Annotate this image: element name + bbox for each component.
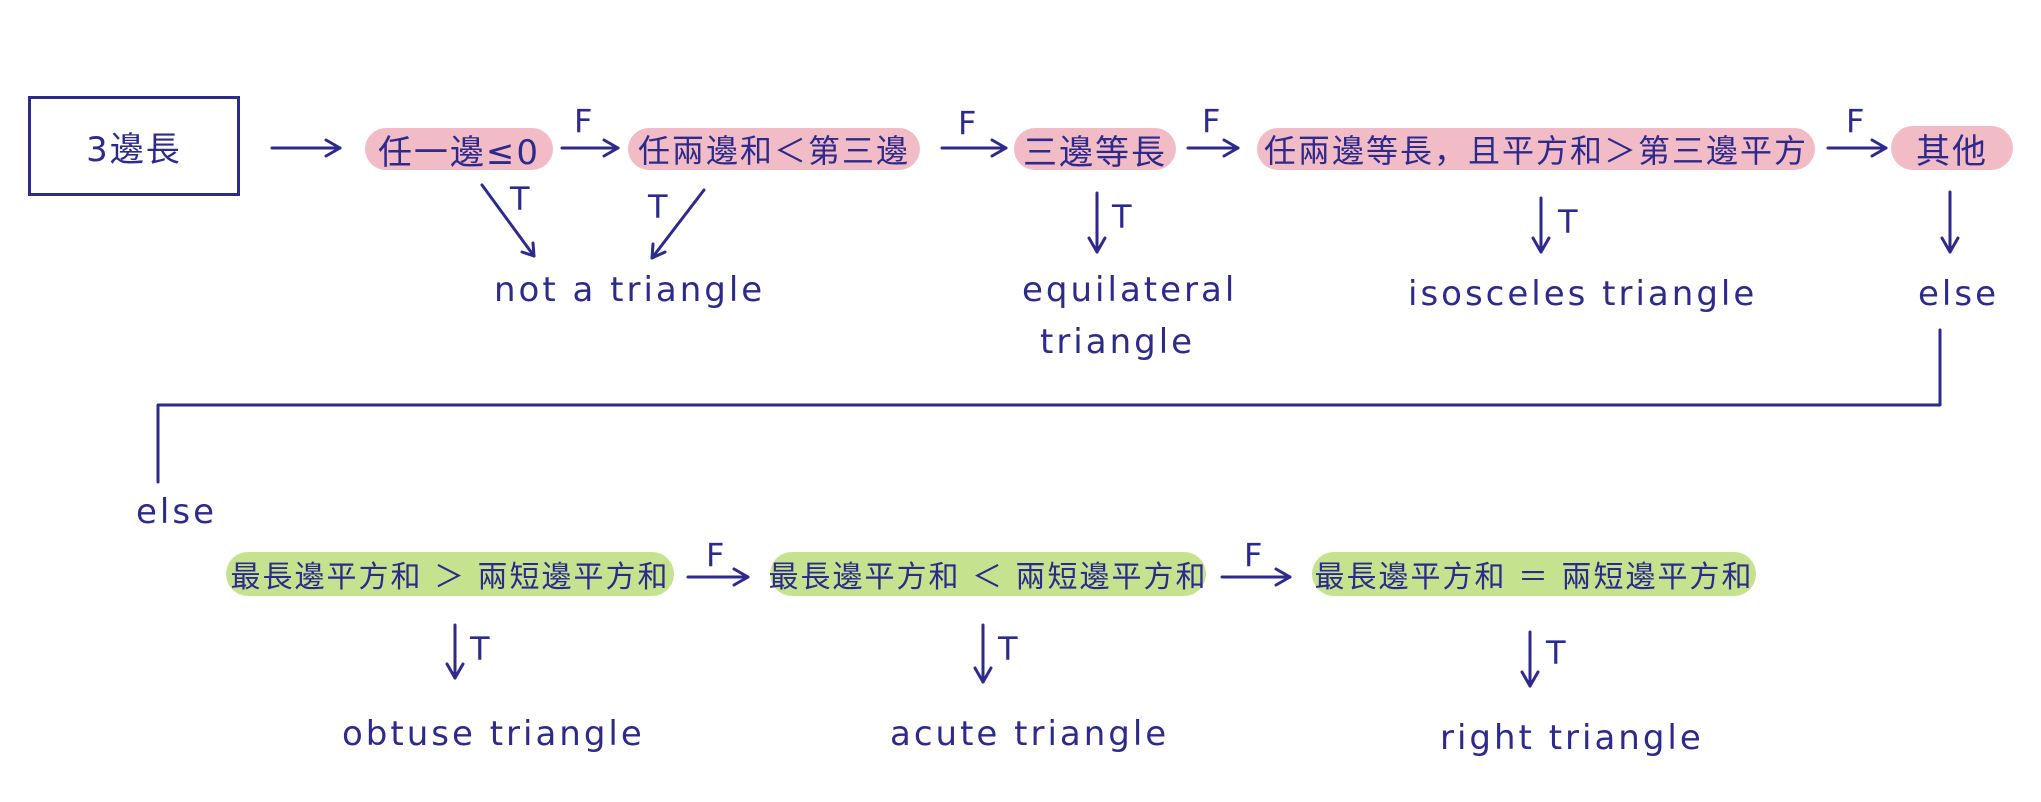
arrow-c7-true <box>973 623 993 684</box>
arrow-c3-true <box>1087 191 1107 254</box>
edge-label-f-3: F <box>1202 102 1221 140</box>
arrow-c2-to-c3 <box>940 138 1008 158</box>
outcome-equilateral-line1: equilateral <box>1022 270 1238 310</box>
edge-label-f-4: F <box>1846 102 1865 140</box>
edge-label-t-7: T <box>1546 634 1566 672</box>
arrow-c6-to-c7 <box>686 567 750 587</box>
edge-label-t-2: T <box>648 188 668 226</box>
edge-label-f-1: F <box>574 102 593 140</box>
edge-label-f-2: F <box>958 104 977 142</box>
outcome-obtuse: obtuse triangle <box>342 714 645 754</box>
edge-label-f-6: F <box>1244 536 1263 574</box>
outcome-else-top: else <box>1918 274 1999 314</box>
arrow-c1-true <box>480 183 536 258</box>
condition-two-sides-less-than-third: 任兩邊和＜第三邊 <box>628 128 920 170</box>
edge-label-f-5: F <box>706 536 725 574</box>
condition-other: 其他 <box>1891 126 2013 172</box>
edge-label-t-5: T <box>470 630 490 668</box>
arrow-c8-true <box>1520 630 1540 688</box>
condition-any-side-le-zero: 任一邊≤0 <box>365 128 553 173</box>
condition-isosceles: 任兩邊等長，且平方和＞第三邊平方 <box>1257 128 1815 170</box>
arrow-c4-true <box>1531 196 1551 254</box>
start-node: 3邊長 <box>28 96 240 196</box>
outcome-equilateral-line2: triangle <box>1040 322 1196 362</box>
outcome-not-a-triangle: not a triangle <box>494 270 766 310</box>
edge-label-t-1: T <box>510 180 530 218</box>
arrow-c3-to-c4 <box>1186 138 1240 158</box>
arrow-c4-to-c5 <box>1826 138 1888 158</box>
condition-right: 最長邊平方和 ＝ 兩短邊平方和 <box>1312 552 1756 596</box>
edge-label-t-3: T <box>1112 198 1132 236</box>
arrow-c1-to-c2 <box>560 138 620 158</box>
outcome-right: right triangle <box>1440 718 1704 758</box>
arrow-start-to-c1 <box>270 138 342 158</box>
edge-label-t-6: T <box>998 630 1018 668</box>
edge-label-t-4: T <box>1558 203 1578 241</box>
arrow-c7-to-c8 <box>1220 567 1292 587</box>
condition-all-sides-equal: 三邊等長 <box>1014 128 1176 173</box>
arrow-c5-down <box>1940 190 1960 254</box>
condition-obtuse: 最長邊平方和 ＞ 兩短邊平方和 <box>226 552 674 596</box>
condition-acute: 最長邊平方和 ＜ 兩短邊平方和 <box>768 552 1206 596</box>
outcome-else-bottom: else <box>136 492 217 532</box>
arrow-c6-true <box>445 623 465 680</box>
else-route <box>156 328 1942 484</box>
outcome-isosceles: isosceles triangle <box>1408 274 1758 314</box>
arrow-c2-true <box>650 188 706 260</box>
outcome-acute: acute triangle <box>890 714 1170 754</box>
